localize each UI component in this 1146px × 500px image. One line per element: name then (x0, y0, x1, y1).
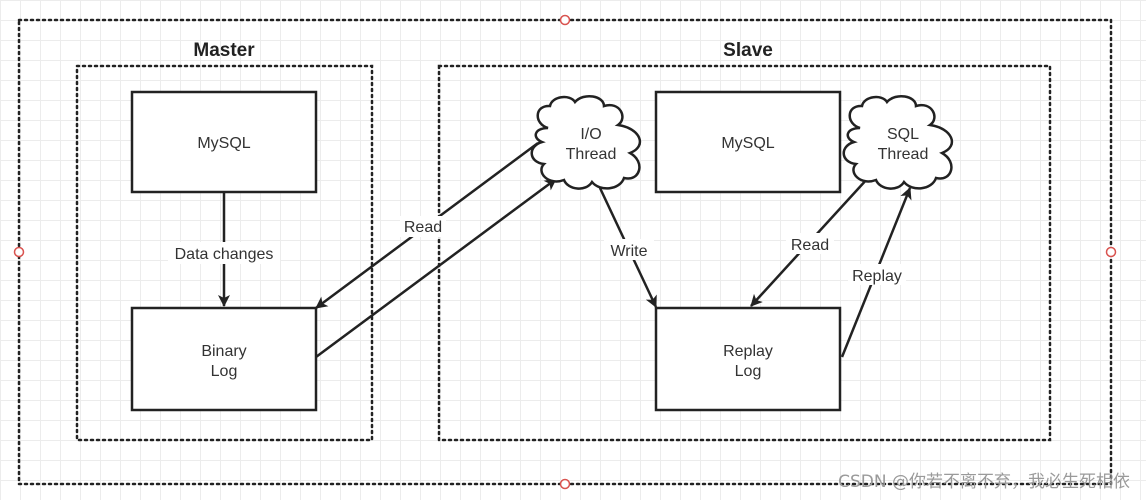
slave-mysql-label: MySQL (721, 135, 774, 152)
io-thread-cloud[interactable] (530, 94, 642, 190)
edge-label-read-sql: Read (791, 237, 829, 254)
io-thread-label-line1: I/O (580, 126, 601, 143)
selection-handle-bottom[interactable] (559, 478, 571, 490)
selection-handle-top[interactable] (559, 14, 571, 26)
master-mysql-box[interactable] (130, 90, 318, 194)
binary-log-label-line1: Binary (201, 343, 246, 360)
slave-group (437, 64, 1052, 442)
replay-log-label-line1: Replay (723, 343, 773, 360)
io-thread-label-line2: Thread (566, 146, 617, 163)
edge-label-read-io: Read (404, 219, 442, 236)
edge-binlog-to-io (315, 177, 557, 359)
edge-label-data-changes: Data changes (175, 246, 274, 263)
sql-thread-label-line1: SQL (887, 126, 919, 143)
binary-log-box[interactable] (130, 306, 318, 412)
slave-title: Slave (723, 40, 773, 61)
selection-handle-right[interactable] (1105, 246, 1117, 258)
sql-thread-label-line2: Thread (878, 146, 929, 163)
sql-thread-cloud[interactable] (842, 94, 954, 190)
edge-label-replay: Replay (852, 268, 902, 285)
selection-handle-left[interactable] (13, 246, 25, 258)
master-title: Master (193, 40, 255, 61)
replay-log-label-line2: Log (735, 363, 762, 380)
replay-log-box[interactable] (654, 306, 842, 412)
slave-mysql-box[interactable] (654, 90, 842, 194)
master-group (75, 64, 374, 442)
binary-log-label-line2: Log (211, 363, 238, 380)
master-mysql-label: MySQL (197, 135, 250, 152)
edge-label-write: Write (610, 243, 647, 260)
watermark: CSDN @你若不离不弃，我必生死相依 (838, 472, 1130, 492)
